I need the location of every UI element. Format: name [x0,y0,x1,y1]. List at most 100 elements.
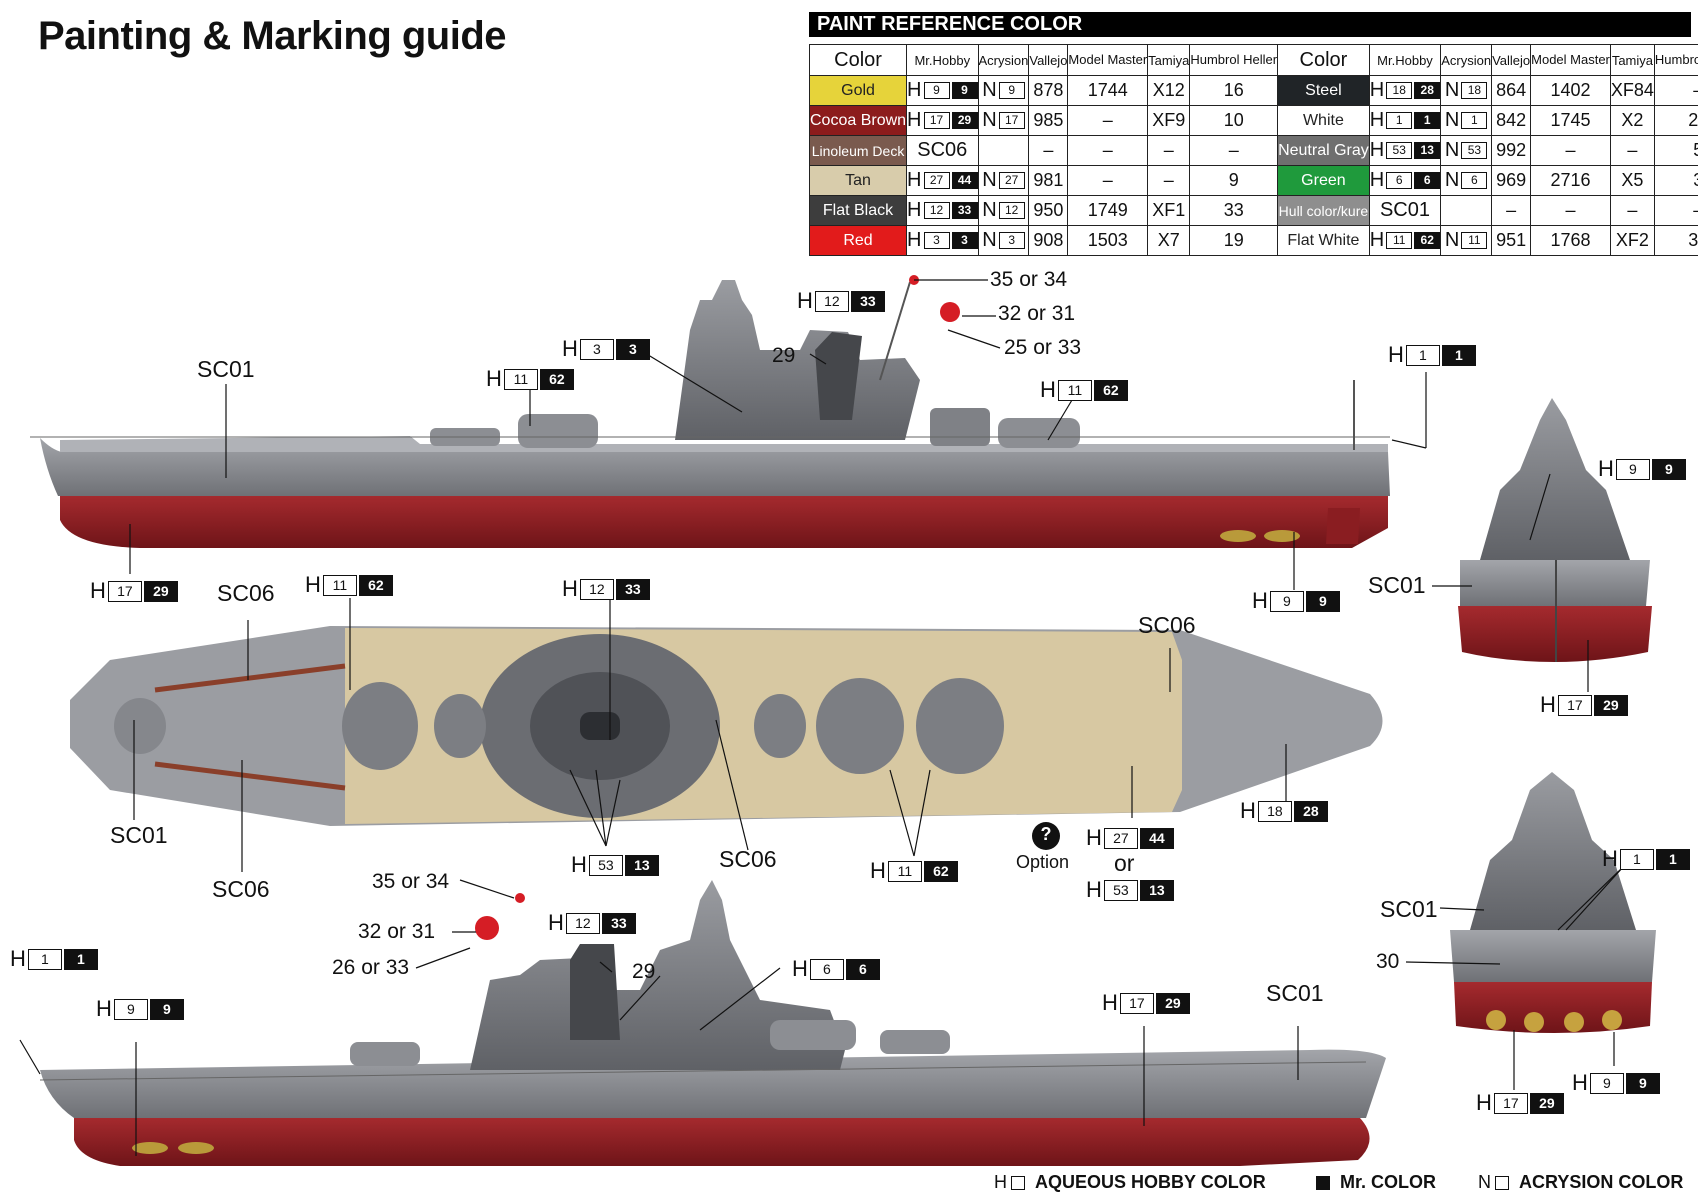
table-column-header: Tamiya [1147,44,1191,76]
humbrol-code: 19 [1189,225,1279,256]
table-column-header: Tamiya [1609,44,1655,76]
color-swatch-name: Green [1277,165,1370,196]
hull-upper-gray [40,438,1390,496]
table-column-header: Humbrol Heller [1653,44,1698,76]
mm-code: – [1067,105,1149,136]
label-flag-32-31-side2: 32 or 31 [358,920,436,943]
tamiya-code: X7 [1147,225,1191,256]
superstructure2 [470,880,845,1070]
table-column-header: Vallejo [1491,44,1532,76]
vallejo-code: – [1028,135,1069,166]
top-view [70,626,1383,826]
vallejo-code: 992 [1491,135,1532,166]
mr-hobby-code: SC06 [906,135,979,166]
legend-black-box-icon [1316,1175,1330,1190]
mm-code: 1402 [1530,75,1611,106]
color-swatch-name: Red [808,225,908,256]
table-column-header: Acrysion [1440,44,1493,76]
table-column-header: Vallejo [1028,44,1069,76]
color-swatch-name: Steel [1277,75,1370,106]
humbrol-code: – [1189,135,1279,166]
label-sc01-stern: SC01 [1380,896,1438,922]
vallejo-code: 969 [1491,165,1532,196]
mm-code: 1503 [1067,225,1149,256]
mm-code: – [1067,165,1149,196]
label-sc01-bow: SC01 [1368,572,1426,598]
page-title: Painting & Marking guide [38,14,507,58]
humbrol-code: 5 [1653,135,1698,166]
vallejo-code: 908 [1028,225,1069,256]
legend-aqueous: H AQUEOUS HOBBY COLOR [994,1172,1266,1192]
mm-code: 1745 [1530,105,1611,136]
tamiya-code: XF9 [1147,105,1191,136]
option-marker [1032,822,1060,850]
label-flag-26-33-side2: 26 or 33 [332,956,410,979]
label-sc06-top-a: SC06 [217,580,275,606]
label-flag-32-31-side1: 32 or 31 [998,302,1076,325]
label-sc06-top-c: SC06 [212,876,270,902]
flag-rising-sun-2 [475,893,525,940]
legend-white-box-icon [1011,1175,1025,1190]
color-swatch-name: Tan [808,165,908,196]
label-sc06-top-b: SC06 [1138,612,1196,638]
table-column-header: Color [808,44,908,76]
label-sc01-top: SC01 [110,822,168,848]
color-swatch-name: Hull color/kure [1277,195,1370,226]
tamiya-code: – [1609,195,1655,226]
color-swatch-name: White [1277,105,1370,136]
paint-table-header: PAINT REFERENCE COLOR [809,12,1691,37]
vallejo-code: 985 [1028,105,1069,136]
humbrol-code: 3 [1653,165,1698,196]
label-flag-35-34-side2: 35 or 34 [372,870,450,893]
tamiya-code: XF2 [1609,225,1655,256]
table-column-header: Acrysion [977,44,1030,76]
label-29-side2: 29 [632,960,656,983]
humbrol-code: 34 [1653,225,1698,256]
hull-lower-red [60,496,1388,548]
legend-acrysion: N ACRYSION COLOR [1478,1172,1684,1192]
humbrol-code: 33 [1189,195,1279,226]
side-view-port [39,880,1386,1166]
label-29-side1: 29 [772,344,796,367]
tamiya-code: XF84 [1609,75,1655,106]
color-swatch-name: Flat White [1277,225,1370,256]
color-swatch-name: Flat Black [808,195,908,226]
superstructure [675,280,920,440]
funnel [815,332,862,420]
label-sc06-top-d: SC06 [719,846,777,872]
